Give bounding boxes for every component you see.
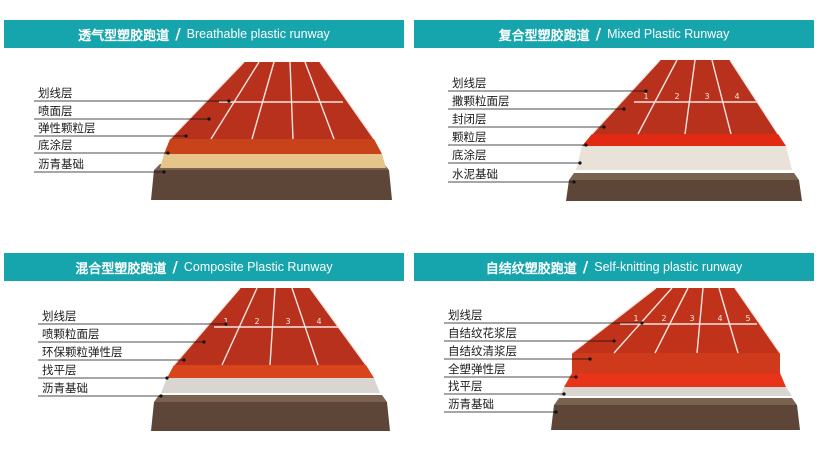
title-separator: / [172,258,178,276]
panel-title-banner: 透气型塑胶跑道 / Breathable plastic runway [4,20,404,48]
title-cn: 混合型塑胶跑道 [75,261,167,277]
base-top [554,398,797,405]
title-cn: 透气型塑胶跑道 [78,28,170,44]
primer-layer [160,154,386,168]
lane-numbers: 1 2 3 4 [223,317,321,326]
layer-label: 颗粒层 [452,130,487,144]
leader-lines [34,100,229,173]
lane-number: 3 [285,317,290,326]
leader-lines [38,323,226,397]
title-en: Breathable plastic runway [186,27,330,41]
granule-layer [564,373,786,387]
runway-diagram: 1 2 3 4 [448,59,802,201]
lane-number: 2 [674,92,679,101]
title-cn: 复合型塑胶跑道 [498,28,590,44]
panel-title-banner: 自结纹塑胶跑道 / Self-knitting plastic runway [414,253,814,281]
title-en: Self-knitting plastic runway [594,260,743,274]
layer-label: 找平层 [448,379,483,393]
layer-label: 划线层 [452,76,487,90]
layer-label: 自结纹清浆层 [448,344,517,358]
lane-numbers: 1 2 3 4 [643,92,739,101]
lane-number: 3 [704,92,709,101]
base-layer [151,170,392,200]
granule-layer [167,365,374,378]
layer-label: 撒颗粒面层 [452,94,510,108]
lane-number: 4 [734,92,739,101]
lane-number: 1 [223,317,228,326]
panel-composite: 混合型塑胶跑道 / Composite Plastic Runway 1 2 3… [4,235,408,460]
layer-label: 沥青基础 [448,397,494,411]
layer-label: 底涂层 [452,148,487,162]
layer-label: 封闭层 [452,112,487,126]
lane-number: 1 [643,92,648,101]
leader-lines [444,322,642,413]
title-separator: / [582,258,589,276]
layer-label: 沥青基础 [42,381,88,395]
panel-mixed: 复合型塑胶跑道 / Mixed Plastic Runway 1 2 3 4 [414,2,816,227]
lane-number: 2 [661,314,666,323]
lane-number: 3 [689,314,694,323]
title-separator: / [595,25,602,43]
primer-layer [560,387,792,396]
layer-label: 底涂层 [38,138,73,152]
panel-title-banner: 混合型塑胶跑道 / Composite Plastic Runway [4,253,404,281]
surface-layer [572,288,780,353]
surface-layer [170,62,374,139]
layer-label: 自结纹花浆层 [448,326,517,340]
surface-layer [592,60,778,134]
leader-lines [448,90,646,183]
layer-label: 划线层 [38,86,73,100]
base-layer [566,180,802,201]
granule-layer [582,134,786,146]
panel-breathable: 透气型塑胶跑道 / Breathable plastic runway [4,2,408,227]
layer-label: 喷面层 [38,104,73,118]
base-top [154,395,387,402]
layer-label: 全塑弹性层 [448,362,506,376]
layer-label: 划线层 [448,308,483,322]
surface-edge [572,353,780,373]
title-en: Composite Plastic Runway [183,260,333,274]
primer-layer [576,146,792,170]
lane-number: 4 [717,314,722,323]
lane-numbers: 1 2 3 4 5 [633,314,750,323]
title-separator: / [175,25,181,43]
lane-number: 4 [316,317,321,326]
runway-diagram [34,61,392,200]
lane-lines [591,59,779,135]
layer-label: 沥青基础 [38,157,84,171]
title-cn: 自结纹塑胶跑道 [485,261,577,277]
base-layer [551,405,800,430]
base-top [569,173,799,180]
layer-label: 弹性颗粒层 [38,121,96,135]
granule-layer [164,139,382,154]
lane-lines [169,61,375,140]
base-layer [151,402,390,431]
lane-number: 5 [745,314,750,323]
lane-number: 1 [633,314,638,323]
lane-lines [173,287,367,366]
panel-self-knitting: 自结纹塑胶跑道 / Self-knitting plastic runway 1… [414,235,816,460]
layer-label: 找平层 [42,363,77,377]
lane-number: 2 [254,317,259,326]
layer-label: 喷颗粒面层 [42,327,100,341]
panel-title-banner: 复合型塑胶跑道 / Mixed Plastic Runway [414,20,814,48]
layer-label: 水泥基础 [452,167,498,181]
runway-diagram: 1 2 3 4 [38,287,390,431]
primer-layer [161,378,380,393]
layer-label: 划线层 [42,309,77,323]
runway-diagram: 1 2 3 4 5 [444,287,800,430]
title-en: Mixed Plastic Runway [607,27,730,41]
layer-label: 环保颗粒弹性层 [42,345,123,359]
